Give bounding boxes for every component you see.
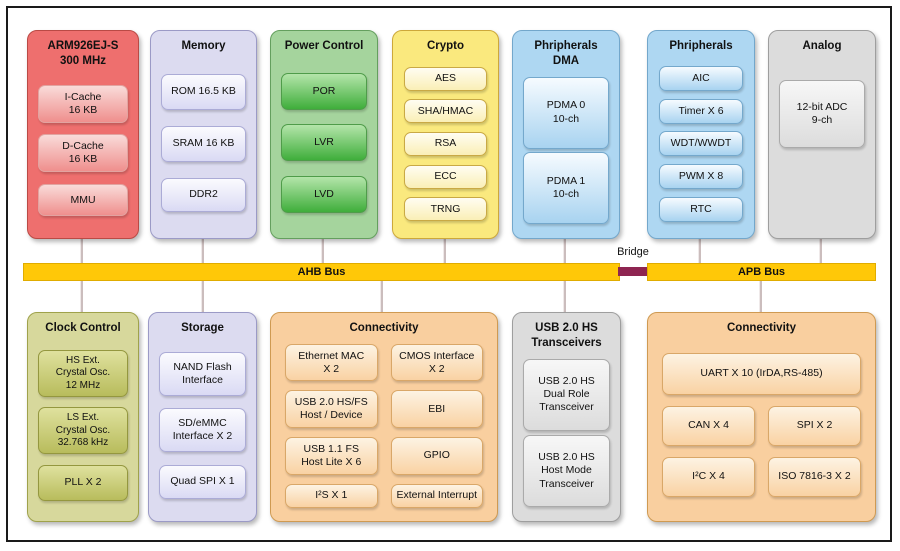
- block-power-control: Power Control POR LVR LVD: [270, 30, 378, 239]
- chip-ls-crystal-osc: LS Ext. Crystal Osc. 32.768 kHz: [38, 407, 128, 455]
- bus-connector-line: [201, 279, 204, 313]
- ahb-bus-bar: AHB Bus: [23, 263, 620, 281]
- chip-ecc: ECC: [404, 164, 487, 189]
- chip-gpio: GPIO: [390, 437, 483, 475]
- chip-quad-spi: Quad SPI X 1: [159, 464, 246, 499]
- bus-connector-line: [80, 236, 83, 264]
- block-title: Storage: [181, 322, 224, 334]
- chip-ebi: EBI: [390, 390, 483, 429]
- block-title: Connectivity: [349, 322, 419, 334]
- block-arm-cpu: ARM926EJ-S 300 MHz I-Cache 16 KB D-Cache…: [27, 30, 139, 239]
- chip-i2c: I²C X 4: [662, 456, 755, 497]
- chip-adc: 12-bit ADC 9-ch: [779, 79, 865, 148]
- chip-lvr: LVR: [281, 124, 367, 162]
- bus-connector-line: [201, 236, 204, 264]
- block-title: Connectivity: [726, 322, 796, 334]
- block-title: ARM926EJ-S 300 MHz: [47, 40, 119, 67]
- bus-connector-line: [443, 236, 446, 264]
- chip-cmos-interface: CMOS Interface X 2: [390, 343, 483, 382]
- chip-rom: ROM 16.5 KB: [161, 73, 246, 110]
- chip-sd-emmc: SD/eMMC Interface X 2: [159, 408, 246, 453]
- chip-pdma1: PDMA 1 10-ch: [523, 152, 609, 225]
- chip-aic: AIC: [659, 65, 743, 91]
- block-title: Power Control: [284, 40, 364, 52]
- block-usb-transceivers: USB 2.0 HS Transceivers USB 2.0 HS Dual …: [512, 312, 621, 522]
- bus-connector-line: [563, 279, 566, 313]
- chip-pll: PLL X 2: [38, 464, 128, 501]
- chip-sram: SRAM 16 KB: [161, 125, 246, 162]
- apb-bus-label: APB Bus: [737, 266, 786, 278]
- bus-connector-line: [819, 236, 822, 264]
- chip-ddr2: DDR2: [161, 177, 246, 212]
- block-peripherals-dma: Phripherals DMA PDMA 0 10-ch PDMA 1 10-c…: [512, 30, 620, 239]
- ahb-bus-label: AHB Bus: [297, 266, 346, 278]
- chip-spi: SPI X 2: [768, 405, 861, 446]
- bus-connector-line: [563, 236, 566, 264]
- chip-mmu: MMU: [38, 184, 128, 217]
- chip-wdt: WDT/WWDT: [659, 131, 743, 157]
- bus-connector-line: [698, 236, 701, 264]
- block-title: Memory: [181, 40, 226, 52]
- chip-lvd: LVD: [281, 176, 367, 214]
- block-title: Analog: [802, 40, 842, 52]
- chip-timer: Timer X 6: [659, 98, 743, 124]
- chip-external-interrupt: External Interrupt: [390, 483, 483, 508]
- block-clock-control: Clock Control HS Ext. Crystal Osc. 12 MH…: [27, 312, 139, 522]
- chip-nand-flash: NAND Flash Interface: [159, 352, 246, 397]
- chip-usb-host-mode-transceiver: USB 2.0 HS Host Mode Transceiver: [523, 434, 610, 507]
- apb-bus-bar: APB Bus: [647, 263, 876, 281]
- chip-usb2-host-device: USB 2.0 HS/FS Host / Device: [285, 390, 378, 429]
- chip-rtc: RTC: [659, 197, 743, 223]
- block-analog: Analog 12-bit ADC 9-ch: [768, 30, 876, 239]
- chip-i-cache: I-Cache 16 KB: [38, 84, 128, 123]
- ahb-apb-bridge: [618, 267, 647, 276]
- chip-usb-dual-role-transceiver: USB 2.0 HS Dual Role Transceiver: [523, 358, 610, 431]
- bus-connector-line: [321, 236, 324, 264]
- block-title: Phripherals: [669, 40, 733, 52]
- block-title: Crypto: [426, 40, 465, 52]
- chip-hs-crystal-osc: HS Ext. Crystal Osc. 12 MHz: [38, 350, 128, 398]
- chip-ethernet-mac: Ethernet MAC X 2: [285, 343, 378, 382]
- chip-uart: UART X 10 (IrDA,RS-485): [662, 352, 861, 395]
- block-memory: Memory ROM 16.5 KB SRAM 16 KB DDR2: [150, 30, 257, 239]
- bus-connector-line: [380, 279, 383, 313]
- chip-trng: TRNG: [404, 197, 487, 222]
- diagram-border: [6, 6, 892, 542]
- chip-iso7816: ISO 7816-3 X 2: [768, 456, 861, 497]
- chip-aes: AES: [404, 66, 487, 91]
- chip-sha-hmac: SHA/HMAC: [404, 99, 487, 124]
- chip-d-cache: D-Cache 16 KB: [38, 134, 128, 173]
- block-peripherals: Phripherals AIC Timer X 6 WDT/WWDT PWM X…: [647, 30, 755, 239]
- chip-por: POR: [281, 72, 367, 110]
- chip-usb11-host-lite: USB 1.1 FS Host Lite X 6: [285, 437, 378, 475]
- block-crypto: Crypto AES SHA/HMAC RSA ECC TRNG: [392, 30, 499, 239]
- block-connectivity-apb: Connectivity UART X 10 (IrDA,RS-485) CAN…: [647, 312, 876, 522]
- block-title: USB 2.0 HS Transceivers: [531, 322, 602, 349]
- chip-pdma0: PDMA 0 10-ch: [523, 76, 609, 149]
- bus-connector-line: [80, 279, 83, 313]
- bridge-label: Bridge: [617, 246, 649, 258]
- chip-pwm: PWM X 8: [659, 164, 743, 190]
- chip-rsa: RSA: [404, 131, 487, 156]
- block-title: Clock Control: [45, 322, 121, 334]
- block-storage: Storage NAND Flash Interface SD/eMMC Int…: [148, 312, 257, 522]
- chip-i2s: I²S X 1: [285, 483, 378, 508]
- block-connectivity-ahb: Connectivity Ethernet MAC X 2 CMOS Inter…: [270, 312, 498, 522]
- chip-can: CAN X 4: [662, 405, 755, 446]
- bus-connector-line: [759, 279, 762, 313]
- block-title: Phripherals DMA: [534, 40, 598, 67]
